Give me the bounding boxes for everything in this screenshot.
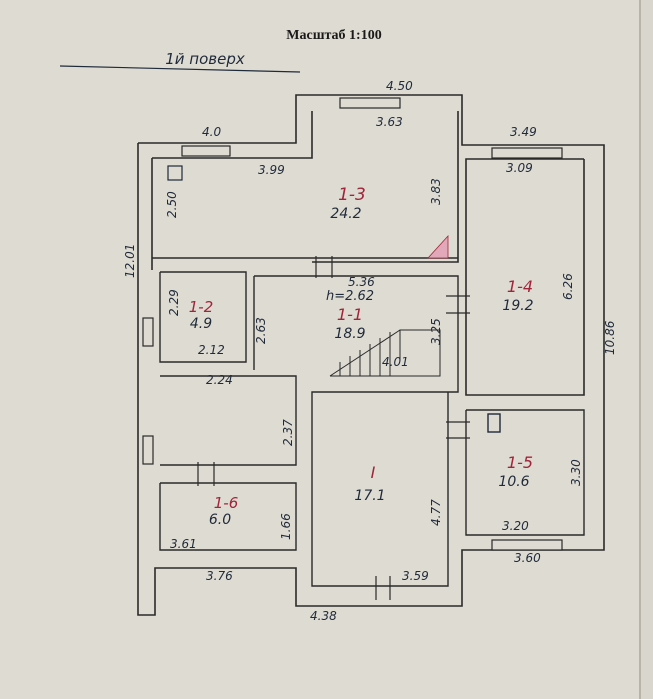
- dim-320: 3.20: [502, 519, 529, 533]
- room-id-I: I: [371, 463, 376, 482]
- outer-walls: [137, 94, 605, 616]
- dim-263: 2.63: [254, 317, 268, 344]
- staircase: [329, 329, 441, 377]
- room-id-1-2: 1-2: [189, 298, 214, 316]
- dim-438: 4.38: [310, 609, 337, 623]
- scale-title: Масштаб 1:100: [286, 28, 381, 43]
- dim-1201: 12.01: [123, 244, 137, 278]
- dim-401: 4.01: [382, 355, 409, 369]
- dim-1086: 10.86: [603, 320, 617, 355]
- room-id-1-6: 1-6: [214, 494, 239, 512]
- boiler-icon: [487, 413, 501, 433]
- heater-icon: [167, 165, 183, 181]
- room-labels: 1-3 24.2 1-4 19.2 1-2 4.9 h=2.62 1-1 18.…: [189, 185, 534, 528]
- dimension-labels: 4.50 3.63 4.0 3.99 3.49 3.09 2.50 3.83 1…: [123, 79, 617, 623]
- inner-walls: [152, 257, 585, 587]
- dim-399: 3.99: [258, 163, 285, 177]
- dim-376: 3.76: [206, 569, 233, 583]
- room-area-1-4: 19.2: [502, 298, 533, 314]
- dim-383: 3.83: [429, 178, 443, 205]
- room-id-1-4: 1-4: [507, 277, 533, 296]
- room-height-1-1: h=2.62: [326, 289, 374, 304]
- dim-224: 2.24: [206, 373, 233, 387]
- room-area-1-3: 24.2: [330, 206, 361, 222]
- dim-212: 2.12: [198, 343, 225, 357]
- dim-229: 2.29: [167, 289, 181, 316]
- dim-477: 4.77: [429, 499, 443, 526]
- room-area-1-6: 6.0: [209, 512, 231, 528]
- dim-40: 4.0: [202, 125, 221, 139]
- dim-359: 3.59: [402, 569, 429, 583]
- room-id-1-5: 1-5: [507, 453, 533, 472]
- door-marks: [197, 256, 470, 600]
- dim-309: 3.09: [506, 161, 533, 175]
- dim-349: 3.49: [510, 125, 537, 139]
- room-area-I: 17.1: [354, 488, 385, 504]
- dim-237: 2.37: [281, 419, 295, 446]
- dim-626: 6.26: [561, 273, 575, 300]
- dim-363: 3.63: [376, 115, 403, 129]
- dim-top-450: 4.50: [386, 79, 413, 93]
- room-area-1-2: 4.9: [190, 316, 212, 332]
- dim-250: 2.50: [165, 191, 179, 218]
- dim-325: 3.25: [429, 318, 443, 345]
- room-area-1-1: 18.9: [334, 326, 365, 342]
- dim-330: 3.30: [569, 459, 583, 486]
- room-area-1-5: 10.6: [498, 474, 529, 490]
- windows: [142, 97, 563, 551]
- dim-361: 3.61: [170, 537, 197, 551]
- room-id-1-3: 1-3: [338, 185, 366, 205]
- dim-536: 5.36: [348, 275, 375, 289]
- floor-label: 1й поверх: [165, 50, 245, 68]
- corner-fixture: [427, 234, 449, 259]
- room-id-1-1: 1-1: [337, 305, 363, 324]
- dim-360: 3.60: [514, 551, 541, 565]
- floor-label-underline: [59, 65, 301, 73]
- dim-166: 1.66: [279, 513, 293, 540]
